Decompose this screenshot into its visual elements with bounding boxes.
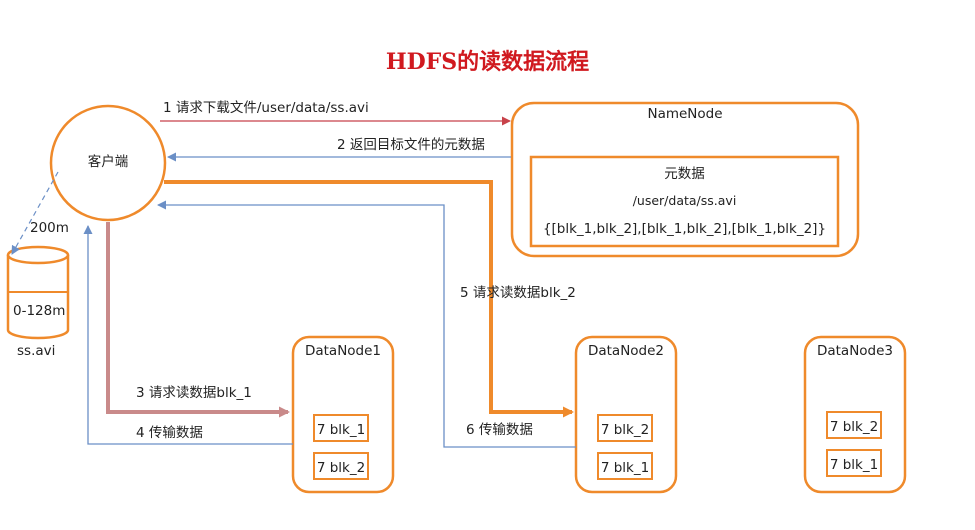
step4-label: 4 传输数据 bbox=[136, 425, 203, 441]
datanode3-block-1: 7 blk_2 bbox=[826, 411, 882, 439]
step3-label: 3 请求读数据blk_1 bbox=[136, 385, 252, 401]
datanode3-block-2: 7 blk_1 bbox=[826, 449, 882, 477]
metadata-heading: 元数据 bbox=[664, 166, 705, 182]
arrow-step5 bbox=[164, 180, 574, 418]
client-to-file-link bbox=[11, 171, 59, 255]
datanode2-block-2: 7 blk_1 bbox=[597, 452, 653, 480]
metadata-box bbox=[529, 155, 840, 248]
step1-label: 1 请求下载文件/user/data/ss.avi bbox=[163, 100, 369, 116]
file-cylinder bbox=[6, 245, 70, 340]
client-node bbox=[49, 104, 167, 222]
file-name-label: ss.avi bbox=[17, 343, 56, 359]
datanode1-label: DataNode1 bbox=[304, 343, 382, 359]
file-size-label: 200m bbox=[30, 220, 69, 236]
diagram-title: HDFS的读数据流程 bbox=[385, 49, 590, 75]
file-block-range: 0-128m bbox=[13, 303, 66, 319]
arrow-step3 bbox=[106, 222, 290, 418]
datanode2-label: DataNode2 bbox=[587, 343, 665, 359]
datanode3-label: DataNode3 bbox=[816, 343, 894, 359]
arrow-step6 bbox=[157, 200, 576, 448]
step2-label: 2 返回目标文件的元数据 bbox=[337, 137, 485, 153]
client-label: 客户端 bbox=[87, 154, 129, 170]
arrow-step4 bbox=[83, 225, 293, 445]
datanode2-block-1: 7 blk_2 bbox=[597, 414, 653, 442]
step5-label: 5 请求读数据blk_2 bbox=[460, 285, 576, 301]
datanode1-block-1: 7 blk_1 bbox=[313, 414, 369, 442]
step6-label: 6 传输数据 bbox=[466, 422, 533, 438]
metadata-blocks: {[blk_1,blk_2],[blk_1,blk_2],[blk_1,blk_… bbox=[542, 221, 827, 237]
metadata-path: /user/data/ss.avi bbox=[632, 193, 737, 208]
datanode1-block-2: 7 blk_2 bbox=[313, 452, 369, 480]
namenode-label: NameNode bbox=[647, 106, 723, 122]
